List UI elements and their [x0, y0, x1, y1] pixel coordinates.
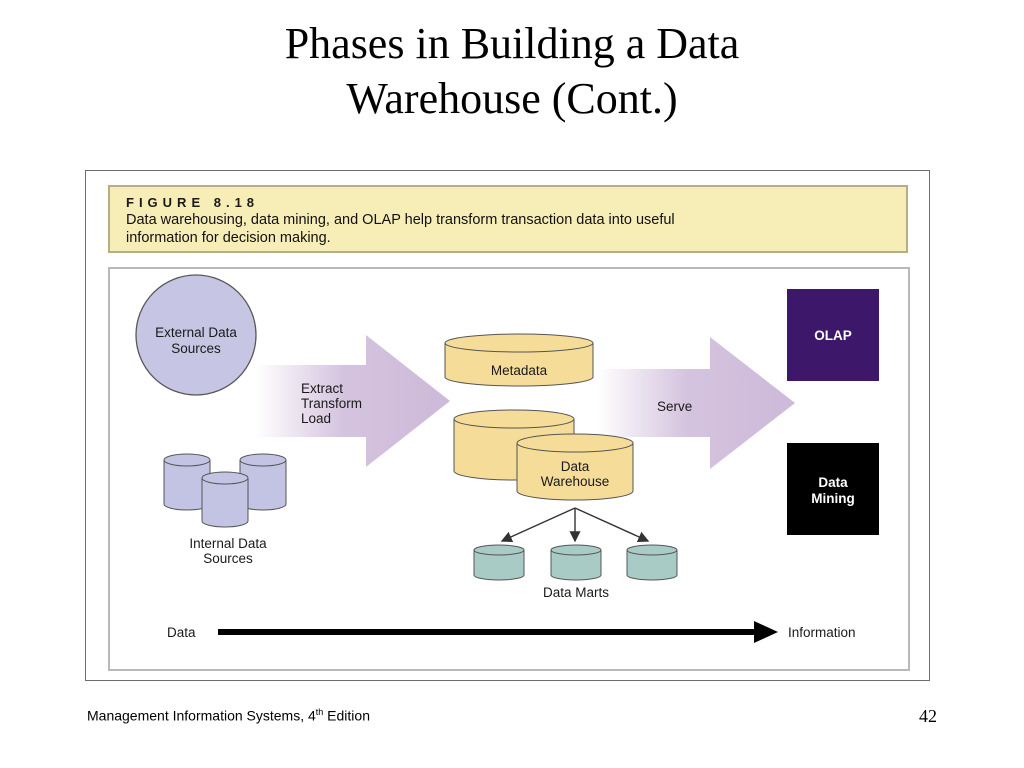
data-mart-cylinder-3 [626, 544, 678, 581]
data-mining-label-1: Data [818, 475, 848, 490]
footer-text: Management Information Systems, 4 [87, 707, 316, 724]
internal-sources-label-2: Sources [203, 551, 253, 566]
etl-arrow [256, 335, 450, 467]
etl-label-1: Extract [301, 381, 343, 396]
slide-title-line-1: Phases in Building a Data [284, 19, 740, 68]
footer-suffix: Edition [323, 707, 370, 724]
mart-arrow-right [574, 507, 650, 543]
data-marts-label: Data Marts [543, 585, 609, 600]
metadata-label: Metadata [491, 363, 548, 378]
figure-caption-line-2: information for decision making. [126, 230, 331, 246]
etl-label-2: Transform [301, 396, 362, 411]
external-sources-circle [135, 274, 257, 396]
internal-cylinder-front [201, 471, 249, 528]
axis-start-label: Data [167, 625, 196, 640]
figure-caption-box: FIGURE 8.18 Data warehousing, data minin… [108, 185, 908, 253]
page-number: 42 [919, 706, 937, 726]
metadata-cylinder [444, 333, 594, 387]
diagram-canvas: External Data Sources Internal Data Sour… [135, 274, 879, 643]
external-sources-label-2: Sources [171, 341, 221, 356]
internal-sources-label-1: Internal Data [189, 536, 267, 551]
data-mining-label-2: Mining [811, 491, 855, 506]
etl-label-3: Load [301, 411, 331, 426]
figure-caption-line-1: Data warehousing, data mining, and OLAP … [126, 212, 675, 228]
data-mart-cylinder-1 [473, 544, 525, 581]
footer-citation: Management Information Systems, 4th Edit… [87, 707, 370, 724]
olap-box [787, 289, 879, 381]
serve-arrow [598, 337, 795, 469]
figure-frame: FIGURE 8.18 Data warehousing, data minin… [85, 170, 930, 681]
serve-label: Serve [657, 399, 692, 414]
olap-label: OLAP [814, 328, 852, 343]
mart-arrow-left [500, 507, 576, 543]
warehouse-label-2: Warehouse [541, 474, 610, 489]
diagram-panel: External Data Sources Internal Data Sour… [108, 267, 910, 671]
slide-title-line-2: Warehouse (Cont.) [346, 74, 678, 123]
data-mart-cylinder-2 [550, 544, 602, 581]
figure-label: FIGURE 8.18 [126, 195, 260, 210]
data-mining-box [787, 443, 879, 535]
external-sources-label-1: External Data [155, 325, 237, 340]
warehouse-label-1: Data [561, 459, 590, 474]
data-to-information-arrowhead [754, 621, 778, 643]
slide-title: Phases in Building a Data Warehouse (Con… [0, 16, 1024, 126]
axis-end-label: Information [788, 625, 856, 640]
warehouse-cylinder [516, 433, 634, 501]
footer-superscript: th [315, 707, 324, 717]
internal-cylinder-left [163, 453, 211, 511]
